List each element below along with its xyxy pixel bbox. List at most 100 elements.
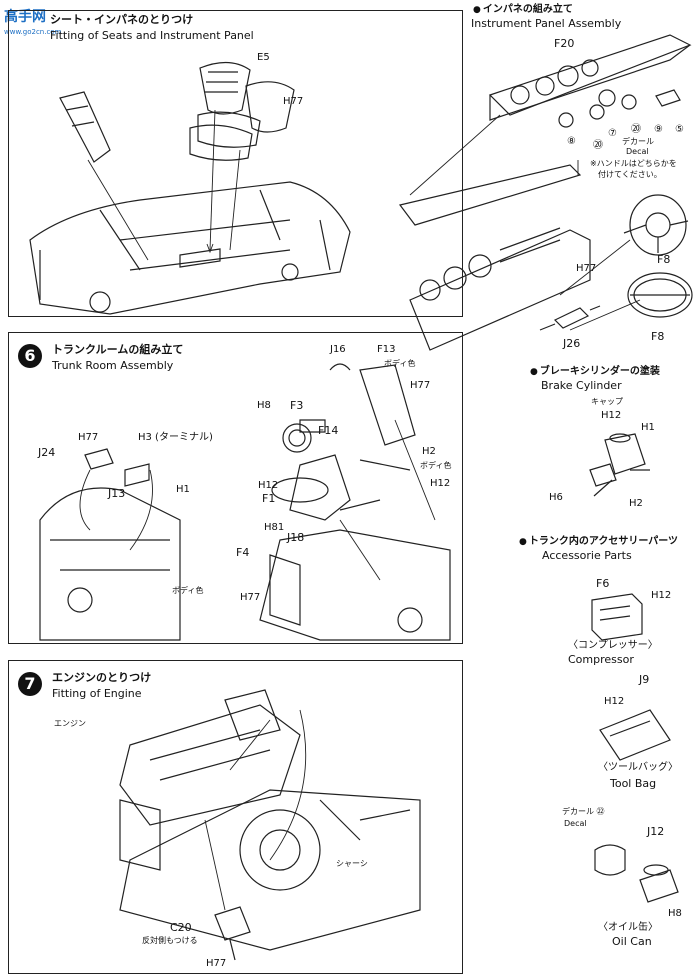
label-n20b: ⑳ (631, 124, 641, 135)
step7-title-jp: エンジンのとりつけ (52, 671, 152, 684)
label-f14: F14 (318, 424, 339, 437)
label-h12b: H12 (430, 478, 451, 489)
label-j9: J9 (639, 673, 650, 686)
compressor-name-en: Compressor (568, 653, 634, 666)
label-h12a: H12 (258, 480, 279, 491)
label-c20: C20 (170, 921, 192, 934)
watermark-url: www.go2cn.com (4, 28, 62, 36)
label-toolbag-h12: H12 (604, 696, 625, 707)
step5-title-en: Fitting of Seats and Instrument Panel (50, 29, 254, 42)
toolbag-name-en: Tool Bag (610, 777, 657, 790)
c20-part (214, 906, 251, 961)
engine-arrows (204, 709, 307, 911)
label-f20: F20 (554, 37, 575, 50)
label-body1: ボディ色 (384, 359, 416, 368)
label-j12: J12 (647, 825, 665, 838)
step7-number: 7 (18, 672, 42, 696)
label-chassis: シャーシ (336, 859, 368, 868)
label-brake-h12: H12 (601, 410, 622, 421)
label-j24: J24 (38, 446, 56, 459)
label-brake-h2: H2 (629, 498, 643, 509)
dashboard-drawing (398, 164, 591, 351)
step6-number: 6 (18, 344, 42, 368)
label-h77b: H77 (240, 592, 261, 603)
toolbag-drawing (599, 709, 671, 761)
label-h77-step7: H77 (206, 958, 227, 969)
label-oilcan-h8: H8 (668, 908, 682, 919)
label-h2a: H2 (422, 446, 436, 457)
note-steering-1: ※ハンドルはどちらかを (590, 159, 677, 168)
label-h81: H81 (264, 522, 285, 533)
step6-title-en: Trunk Room Assembly (52, 359, 174, 372)
oilcan-name-en: Oil Can (612, 935, 652, 948)
label-n8: ⑧ (567, 136, 576, 147)
label-n7: ⑦ (608, 128, 617, 139)
brake-title-en: Brake Cylinder (541, 379, 622, 392)
compressor-drawing (591, 593, 643, 641)
brake-title-jp: ブレーキシリンダーの塗装 (530, 366, 660, 378)
accessory-title-en: Accessorie Parts (542, 549, 632, 562)
step7-title-en: Fitting of Engine (52, 687, 142, 700)
oilcan-decal-en: Decal (564, 819, 587, 828)
accessory-title-jp: トランク内のアクセサリーパーツ (519, 536, 678, 548)
trunk-drawings (39, 363, 451, 641)
label-n5: ⑤ (675, 124, 684, 135)
steering-wheels (623, 194, 693, 318)
label-brake-h6: H6 (549, 492, 563, 503)
label-f3: F3 (290, 399, 304, 412)
chassis-drawing (119, 789, 421, 951)
oilcan-decal-jp: デカール ㉒ (562, 807, 605, 816)
label-c20-note: 反対側もつける (142, 936, 198, 945)
label-f4: F4 (236, 546, 250, 559)
label-j13: J13 (108, 487, 126, 500)
label-h77-step5: H77 (283, 96, 304, 107)
step5-panel (8, 10, 463, 317)
label-n9: ⑨ (654, 124, 663, 135)
oilcan-drawing (594, 844, 679, 903)
note-steering-2: 付けてください。 (598, 170, 662, 179)
label-decal-jp: デカール (622, 137, 654, 146)
oilcan-name-jp: 〈オイル缶〉 (598, 922, 658, 933)
label-e5: E5 (257, 52, 270, 63)
watermark-logo: 高手网 (4, 9, 46, 25)
label-n20a: ⑳ (593, 140, 603, 151)
label-cap: キャップ (591, 397, 623, 406)
car-interior-drawing (29, 181, 351, 315)
engine-drawing (119, 689, 301, 871)
label-f6: F6 (596, 577, 610, 590)
instrument-arrows (409, 114, 641, 331)
label-engine: エンジン (54, 719, 86, 728)
step7-panel (8, 660, 463, 974)
instrument-panel-drawing (488, 34, 692, 128)
label-f1: F1 (262, 492, 276, 505)
label-h77a: H77 (410, 380, 431, 391)
label-decal-en: Decal (626, 147, 649, 156)
seat-drawings (59, 61, 295, 163)
label-j18: J18 (287, 531, 305, 544)
label-brake-h1: H1 (641, 422, 655, 433)
label-h8: H8 (257, 400, 271, 411)
step6-panel (8, 332, 463, 644)
label-compressor-h12: H12 (651, 590, 672, 601)
trunk-arrows (79, 419, 436, 581)
label-f8a: F8 (657, 253, 671, 266)
label-body2: ボディ色 (420, 461, 452, 470)
brake-cylinder-drawing (589, 433, 650, 497)
label-f8b: F8 (651, 330, 665, 343)
label-h77-instrument: H77 (576, 263, 597, 274)
instrument-title-jp: インパネの組み立て (473, 4, 573, 16)
compressor-name-jp: 〈コンプレッサー〉 (568, 640, 658, 651)
label-j26: J26 (563, 337, 581, 350)
step5-title-jp: シート・インパネのとりつけ (50, 13, 194, 26)
label-body3: ボディ色 (172, 586, 204, 595)
label-h77c: H77 (78, 432, 99, 443)
label-h1: H1 (176, 484, 190, 495)
j26-part (539, 305, 601, 331)
step5-arrows (87, 109, 241, 261)
label-h3-terminal: H3 (ターミナル) (138, 432, 213, 443)
toolbag-name-jp: 〈ツールバッグ〉 (598, 762, 678, 773)
label-f13: F13 (377, 344, 396, 355)
step6-title-jp: トランクルームの組み立て (52, 343, 184, 356)
label-j16: J16 (330, 344, 346, 355)
